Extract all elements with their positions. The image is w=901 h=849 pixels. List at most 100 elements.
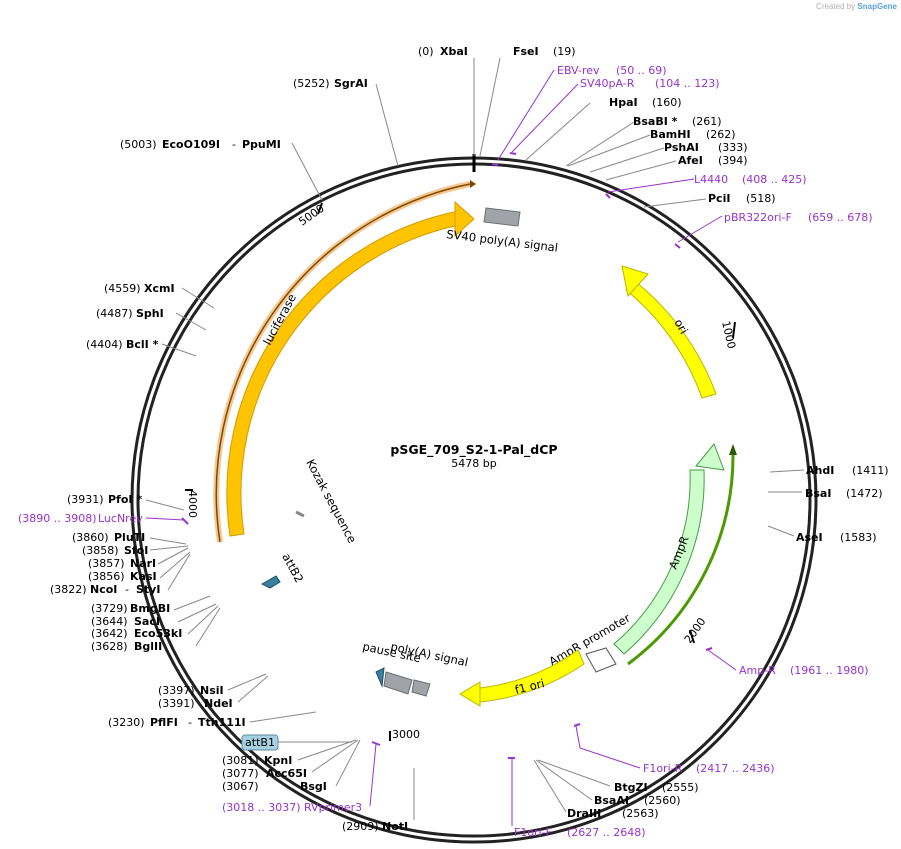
kasi-line [159,551,191,579]
btgzi-name: BtgZI [614,781,648,794]
sphi-pos: (4487) [96,307,133,320]
afei-pos: (394) [718,154,748,167]
pluti-name: PluTI [114,531,145,544]
pfoi-name: PfoI * [108,493,142,506]
pflfi-pos: (3230) [108,716,145,729]
asei-pos: (1583) [840,531,877,544]
nsii-name: NsiI [200,684,224,697]
bamhi-line [567,134,651,167]
pbr322ori-f-mark [674,243,681,249]
pluti-pos: (3860) [72,531,109,544]
eco53ki-name: Eco53kI [134,627,182,640]
btgzi-line [537,759,611,787]
lucnrev-name: LucNrev [98,512,143,525]
sgrai-name: SgrAI [334,77,368,90]
tick-2000-mark [689,629,695,644]
pluti-line [149,537,187,545]
kasi-pos: (3856) [88,570,125,583]
pcii-name: PciI [708,192,730,205]
sfoi-name: SfoI [124,544,148,557]
lucnrev-line [145,517,185,521]
xcmi-pos: (4559) [104,282,141,295]
bcli-pos: (4404) [86,338,123,351]
sfoi-line [149,545,189,551]
bamhi-name: BamHI [650,128,691,141]
pflfi-sep: - [188,716,192,729]
rvprimer3-name: RVprimer3 [304,801,362,814]
l4440-mark [605,193,611,199]
fsei-pos: (19) [553,45,576,58]
sv40pa-r-mark [509,152,517,155]
bglii-name: BglII [134,640,162,653]
sv40-polya-feature [483,207,521,227]
bsai-pos: (1472) [846,487,883,500]
credit-prefix: Created by [816,2,856,11]
pcii-pos: (518) [746,192,776,205]
attb1-box [241,734,279,751]
snapgene-credit: Created by SnapGene [816,2,897,11]
ncoi-name: NcoI [90,583,117,596]
luciferase-band-arrow [470,180,476,188]
acc65i-pos: (3077) [222,767,259,780]
btgzi-pos: (2555) [662,781,699,794]
bcli-line [161,343,197,357]
acc65i-line [311,739,359,773]
ahdi-name: AhdI [806,464,834,477]
nari-name: NarI [130,557,156,570]
nari-line [157,547,189,565]
eco53ki-line [187,605,219,635]
ebv-rev-range: (50 .. 69) [616,64,667,77]
ppumi-name: PpuMI [242,138,281,151]
tick-5000-mark [317,202,323,215]
l4440-name: L4440 [694,173,728,186]
attb2-label: attB2 [279,551,306,585]
eco0109i-name: EcoO109I [162,138,220,151]
bcli-name: BclI * [126,338,159,351]
bsaai-name: BsaAI [594,794,629,807]
rvprimer3-range: (3018 .. 3037) [222,801,301,814]
pfoi-line [145,499,185,511]
ebv-rev-name: EBV-rev [557,64,600,77]
sv40pa-r-range: (104 .. 123) [655,77,720,90]
bsgi-name: BsgI [300,780,327,793]
draiii-line [533,759,567,813]
ncoi-line [167,553,191,591]
f1ori-r-range: (2417 .. 2436) [696,762,775,775]
bsabi-pos: (261) [692,115,722,128]
ndei-line [237,675,269,703]
noti-name: NotI [382,820,408,833]
bsaai-pos: (2560) [644,794,681,807]
sphi-name: SphI [136,307,164,320]
l4440-line [607,178,695,193]
amp-r-range: (1961 .. 1980) [790,664,869,677]
saci-name: SacI [134,615,160,628]
pause-site-feature [411,679,431,697]
amp-r-name: Amp-R [739,664,776,677]
lucnrev-mark [181,517,189,525]
afei-name: AfeI [678,154,703,167]
kozak-label: Kozak sequence [303,457,359,546]
pflfi-name: PflFI [150,716,178,729]
ebv-rev-mark [491,163,499,166]
sgrai-pos: (5252) [293,77,330,90]
lucnrev-range: (3890 .. 3908) [18,512,97,525]
ncoi-sep: - [125,583,129,596]
kpni-pos: (3081) [222,754,259,767]
ampr-band [627,451,735,666]
f1ori-f-name: F1ori-F [514,826,552,839]
pshai-pos: (333) [718,141,748,154]
sgrai-line [375,83,399,167]
plasmid-length: 5478 bp [451,457,496,470]
ndei-pos: (3391) [158,697,195,710]
ncoi-pos: (3822) [50,583,87,596]
f1ori-r-mark [573,723,581,727]
eco0109i-pos: (5003) [120,138,157,151]
nsii-line [227,673,267,691]
bsgi-pos: (3067) [222,780,259,793]
attb1-label: attB1 [245,736,275,749]
kpni-line [297,739,357,761]
bmgbi-name: BmgBI [130,602,170,615]
tick-1000: 1000 [719,320,738,350]
nari-pos: (3857) [88,557,125,570]
